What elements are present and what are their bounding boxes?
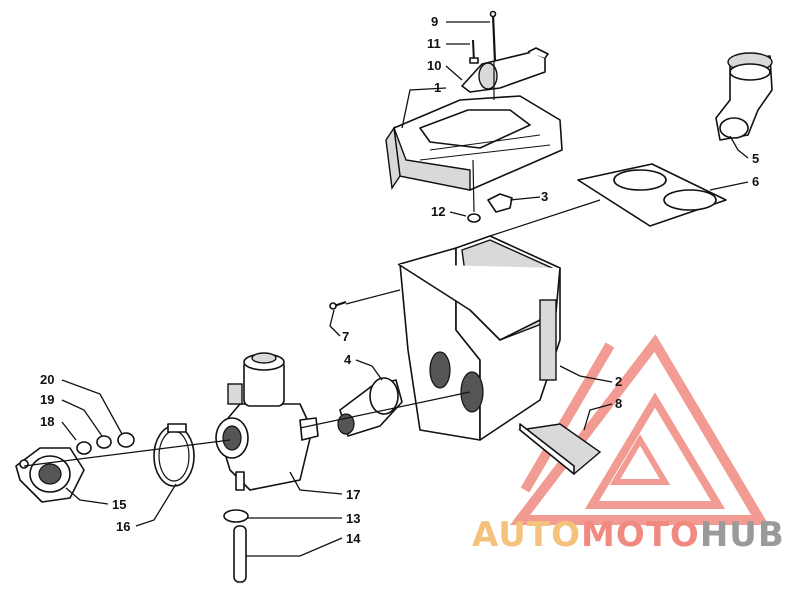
watermark-logo <box>509 334 769 525</box>
callout-10: 10 <box>427 58 441 73</box>
filter-part-8 <box>518 423 602 475</box>
watermark-hub: HUB <box>700 515 785 555</box>
clamp-part-16 <box>153 423 195 487</box>
airbox-housing-part-2 <box>397 235 561 441</box>
callout-11: 11 <box>427 36 441 51</box>
inlet-tube-part-10 <box>461 47 549 93</box>
leader-lines <box>61 21 749 557</box>
airbox-cover-part-1 <box>385 95 563 191</box>
watermark-auto: AUTO <box>472 515 581 555</box>
washer-part-19 <box>96 435 112 449</box>
callout-20: 20 <box>40 372 54 387</box>
callout-5: 5 <box>752 151 759 166</box>
callout-labels: 9 11 10 1 3 12 5 6 7 4 2 8 20 19 18 15 1… <box>40 14 759 546</box>
callout-18: 18 <box>40 414 54 429</box>
callout-16: 16 <box>116 519 130 534</box>
logo-triangle-core <box>609 434 671 485</box>
callout-2: 2 <box>615 374 622 389</box>
callout-15: 15 <box>112 497 126 512</box>
nut-part-20 <box>117 432 135 448</box>
screw-part-11 <box>469 39 479 64</box>
watermark-wordmark: AUTOMOTOHUB <box>472 515 785 555</box>
logo-triangle-left <box>520 342 615 493</box>
watermark-moto: MOTO <box>581 515 700 555</box>
callout-14: 14 <box>346 531 361 546</box>
washer-part-12 <box>467 213 481 223</box>
callout-13: 13 <box>346 511 360 526</box>
boot-part-4 <box>337 377 403 437</box>
callout-4: 4 <box>344 352 352 367</box>
callout-12: 12 <box>431 204 445 219</box>
callout-8: 8 <box>615 396 622 411</box>
callout-17: 17 <box>346 487 360 502</box>
intake-duct-part-5 <box>715 52 773 141</box>
clip-part-13 <box>223 509 249 523</box>
carburetor-part-17 <box>215 352 319 491</box>
callout-7: 7 <box>342 329 349 344</box>
cable-part-9 <box>489 10 497 63</box>
tube-part-14 <box>233 525 247 583</box>
logo-triangle-inner <box>584 392 726 509</box>
grommet-part-3 <box>487 193 513 213</box>
callout-19: 19 <box>40 392 54 407</box>
assembly-axes <box>23 62 601 467</box>
callout-6: 6 <box>752 174 759 189</box>
callout-9: 9 <box>431 14 438 29</box>
callout-3: 3 <box>541 189 548 204</box>
callout-1: 1 <box>434 80 441 95</box>
nut-part-18 <box>76 441 92 455</box>
screw-part-7 <box>329 301 347 310</box>
logo-triangle-outer <box>509 334 769 525</box>
plate-part-6 <box>577 163 727 227</box>
svg-text:AUTOMOTOHUB: AUTOMOTOHUB <box>472 515 785 555</box>
